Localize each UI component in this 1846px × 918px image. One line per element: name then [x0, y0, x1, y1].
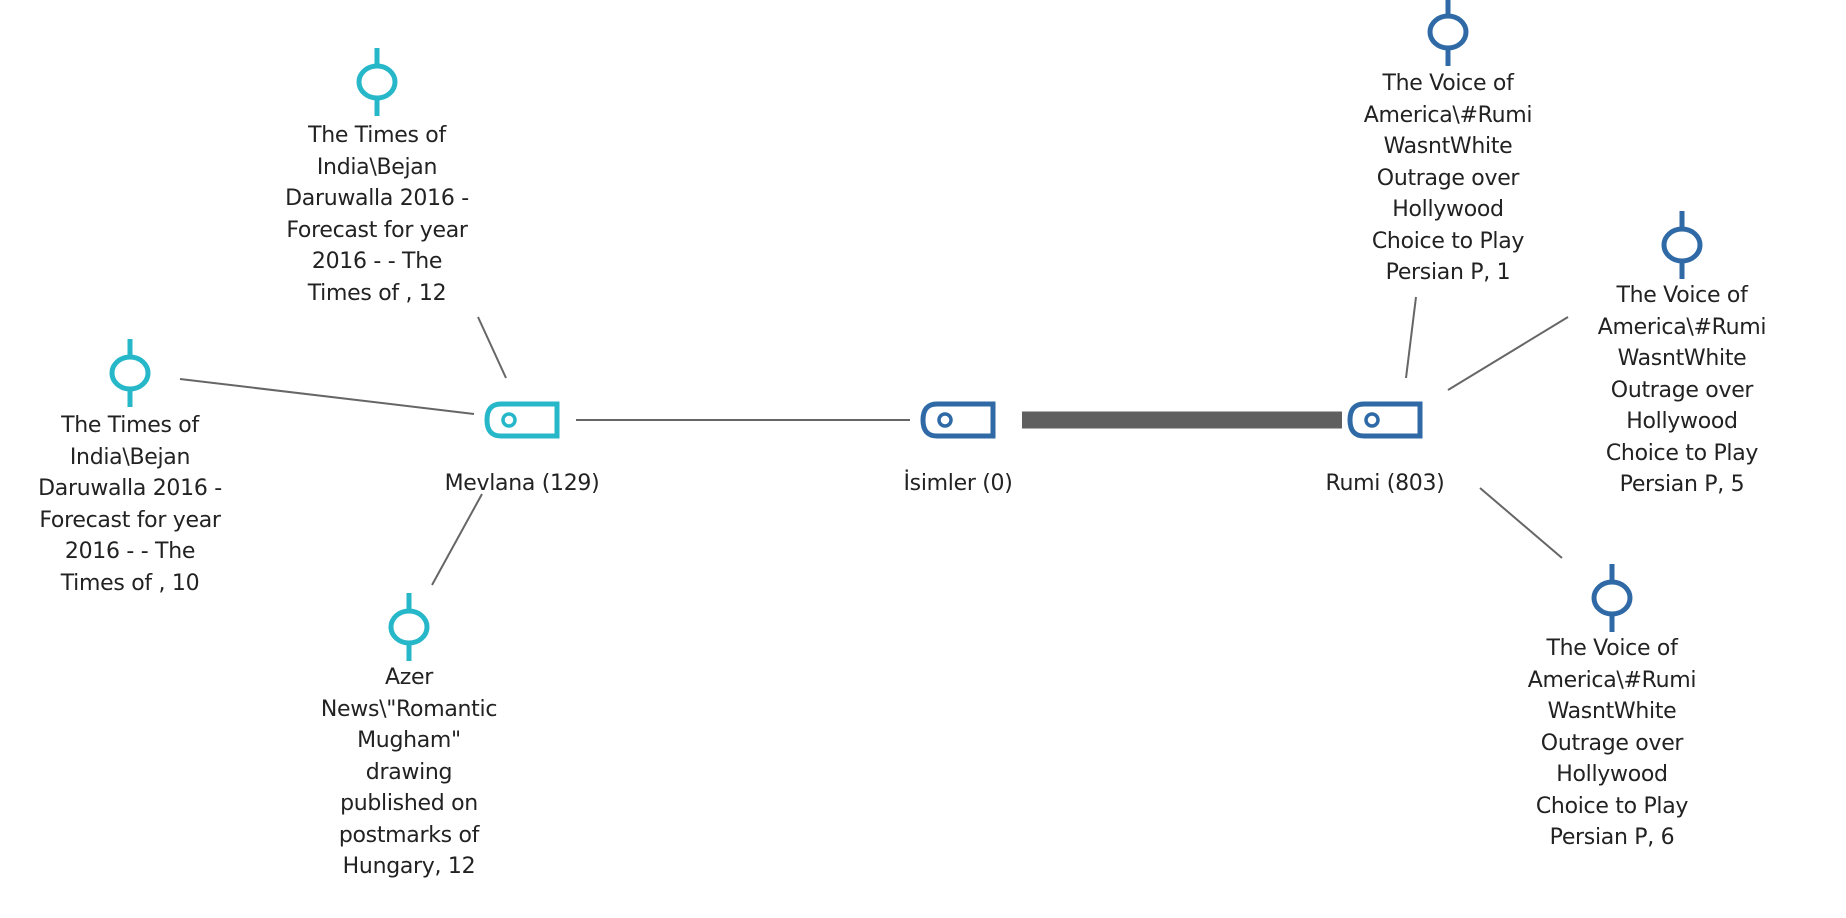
edge-mevlana-azer12[interactable] [431, 493, 483, 586]
code-node-label: Mevlana (129) [444, 471, 600, 496]
reference-node-icon[interactable] [109, 339, 151, 407]
reference-node-label: The Times of India\Bejan Daruwalla 2016 … [38, 413, 222, 596]
reference-node-icon[interactable] [1661, 211, 1703, 279]
code-tag-icon[interactable] [1347, 401, 1423, 439]
reference-node-icon[interactable] [356, 48, 398, 116]
code-node-label: Rumi (803) [1325, 471, 1445, 496]
edge-mevlana-toi12[interactable] [477, 316, 507, 379]
reference-node-icon[interactable] [388, 593, 430, 661]
reference-node-label: Azer News\"Romantic Mugham" drawing publ… [320, 665, 498, 879]
reference-node-label: The Voice of America\#Rumi WasntWhite Ou… [1527, 636, 1697, 850]
code-tag-icon[interactable] [484, 401, 560, 439]
edge-rumi-voa1[interactable] [1405, 296, 1417, 379]
edge-rumi-voa6[interactable] [1479, 487, 1563, 559]
reference-node-label: The Voice of America\#Rumi WasntWhite Ou… [1363, 71, 1533, 285]
reference-node-label: The Voice of America\#Rumi WasntWhite Ou… [1597, 283, 1767, 497]
reference-node-icon[interactable] [1591, 564, 1633, 632]
edge-rumi-voa5[interactable] [1447, 316, 1569, 391]
code-tag-icon[interactable] [920, 401, 996, 439]
code-node-label: İsimler (0) [903, 471, 1013, 496]
reference-node-icon[interactable] [1427, 0, 1469, 66]
reference-node-label: The Times of India\Bejan Daruwalla 2016 … [285, 123, 469, 306]
edge-mevlana-toi10[interactable] [179, 378, 475, 415]
